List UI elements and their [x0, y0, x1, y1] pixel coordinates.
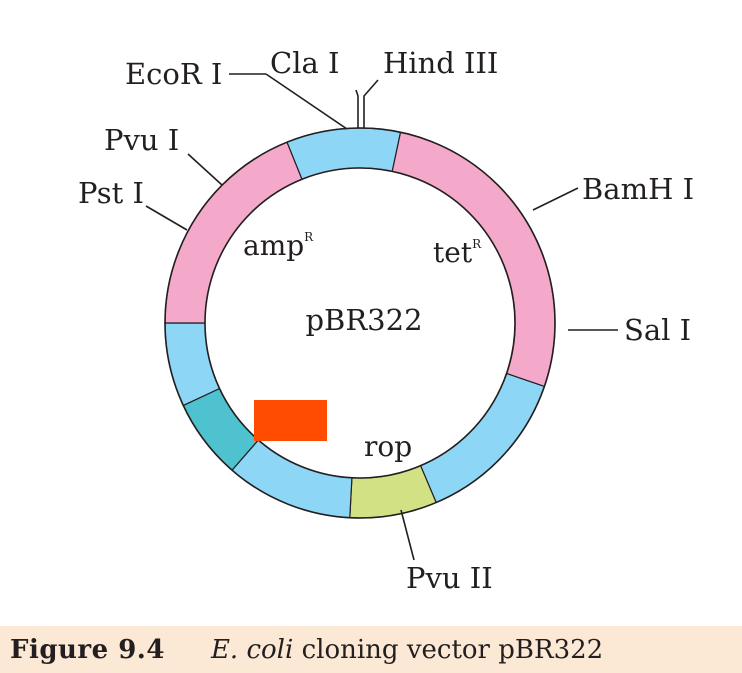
site-label-sali: Sal I — [624, 313, 691, 347]
clai-leader — [265, 73, 348, 130]
plasmid-ring — [164, 127, 556, 519]
gene-label-rop: rop — [364, 430, 412, 463]
figure-number: Figure 9.4 — [10, 634, 165, 665]
figure-caption: Figure 9.4 E. coli cloning vector pBR322 — [0, 626, 742, 673]
site-label-hindiii: Hind III — [383, 46, 498, 80]
psti-leader — [145, 205, 188, 231]
ring-outer-edge — [164, 127, 556, 519]
site-label-psti: Pst I — [78, 176, 144, 210]
pvuii-leader — [400, 509, 415, 561]
site-label-pvuii: Pvu II — [406, 561, 493, 595]
bamhi-leader — [532, 187, 579, 211]
pvui-leader — [187, 153, 223, 186]
highlight-block — [254, 400, 327, 441]
caption-species: E. coli — [210, 634, 294, 665]
caption-text: cloning vector pBR322 — [293, 634, 604, 665]
hindiii-leader-a — [355, 89, 359, 128]
site-label-bamhi: BamH I — [582, 172, 694, 206]
site-label-clai: Cla I — [270, 46, 339, 80]
gene-label-ampr-superscript: R — [304, 230, 314, 244]
hindiii-leader-b — [363, 79, 379, 128]
plasmid-map: EcoR I Cla I Hind III BamH I Sal I Pvu I… — [78, 46, 694, 595]
site-label-pvui: Pvu I — [104, 123, 179, 157]
site-label-ecori: EcoR I — [125, 57, 222, 91]
gene-label-ampr: ampR — [243, 229, 314, 262]
gene-label-tetr: tetR — [433, 236, 482, 269]
gene-label-tetr-superscript: R — [472, 237, 482, 251]
plasmid-name: pBR322 — [305, 303, 422, 337]
leader-lines — [145, 73, 618, 561]
